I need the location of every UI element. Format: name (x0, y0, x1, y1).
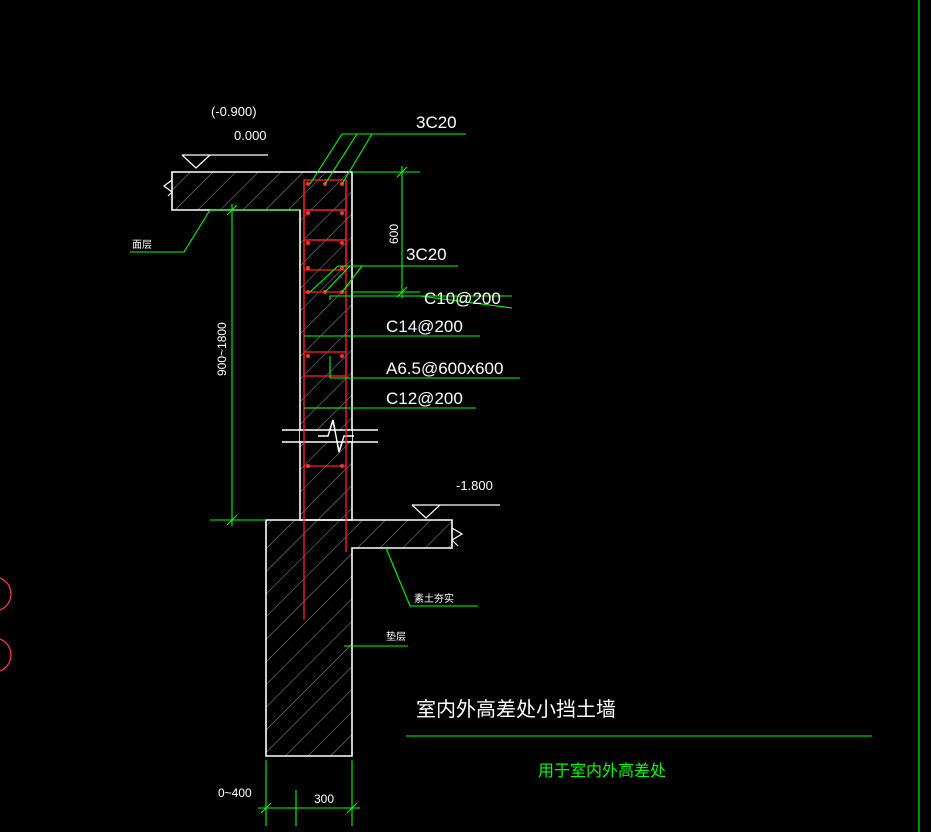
wall-upper-concrete (171, 171, 353, 521)
cap-stirrup-3 (303, 239, 347, 271)
elevation-mark-bottom (411, 504, 500, 519)
label-horizontal: C12@200 (386, 389, 463, 408)
axis-bubble-lower (0, 638, 12, 672)
footing-concrete (265, 519, 453, 757)
note-left: 面层 (132, 239, 152, 251)
drawing-title: 室内外高差处小挡土墙 (416, 697, 616, 721)
note-lower: 垫层 (386, 630, 406, 643)
rebar-group (303, 179, 347, 620)
elevation-top-alt: (-0.900) (211, 104, 257, 119)
axis-bubble-upper (0, 577, 12, 611)
dim-wall-height: 900~1800 (215, 322, 229, 376)
dimension-lines (210, 166, 420, 826)
label-top-bars: 3C20 (416, 113, 457, 132)
dim-cap-height: 600 (387, 224, 401, 244)
elevation-labels: (-0.900) 0.000 -1.800 (211, 104, 493, 493)
dimension-labels: 600 900~1800 300 0~400 (215, 224, 401, 806)
leader-lines (130, 133, 872, 737)
elevation-mark-top (181, 154, 268, 169)
left-edge-circles (0, 577, 12, 672)
retaining-wall-section (163, 171, 464, 757)
tie-bar-1 (303, 351, 347, 377)
rebar-labels: 3C20 3C20 C10@200 C14@200 A6.5@600x600 C… (386, 113, 503, 408)
elevation-bottom: -1.800 (456, 478, 493, 493)
label-stirrup: C10@200 (424, 289, 501, 308)
drawing-subtitle: 用于室内外高差处 (538, 761, 666, 780)
label-tie: A6.5@600x600 (386, 359, 503, 378)
ground-break-left (163, 179, 173, 197)
note-labels: 面层 素土夯实 垫层 (132, 239, 454, 643)
elevation-top: 0.000 (234, 128, 267, 143)
dim-footing-width: 300 (314, 792, 334, 806)
dim-footing-depth: 0~400 (218, 786, 252, 800)
ground-break-right (451, 527, 464, 547)
note-right: 素土夯实 (414, 592, 454, 605)
label-vertical: C14@200 (386, 317, 463, 336)
label-mid-bars: 3C20 (406, 245, 447, 264)
